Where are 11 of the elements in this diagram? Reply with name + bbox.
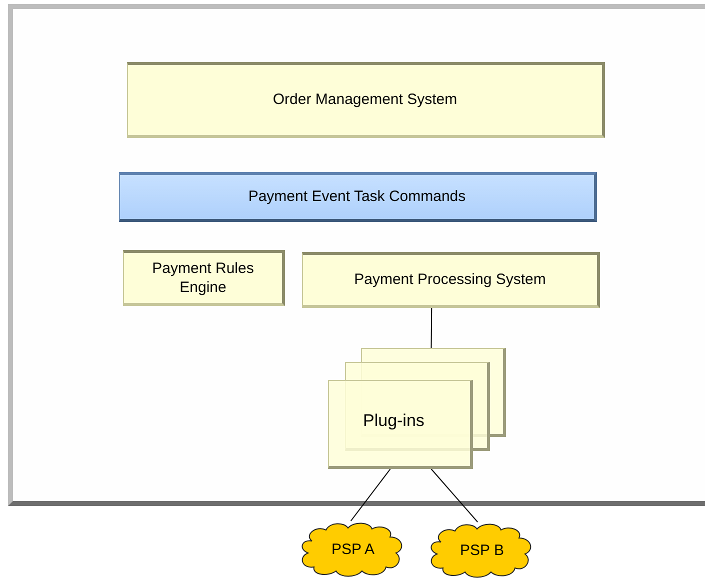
process-box: Payment Processing System: [302, 252, 600, 308]
command-bar: Payment Event Task Commands: [119, 172, 597, 222]
stacked-cards: [328, 348, 506, 469]
connector-line: [430, 308, 432, 348]
process-box: Payment Rules Engine: [123, 250, 285, 306]
node-label: PSP B: [460, 542, 504, 558]
node-label: Plug-ins: [363, 411, 424, 431]
node-label: PSP A: [331, 540, 375, 558]
connector-line: [350, 468, 391, 522]
process-box: Order Management System: [127, 62, 605, 138]
connector-line: [430, 468, 478, 522]
